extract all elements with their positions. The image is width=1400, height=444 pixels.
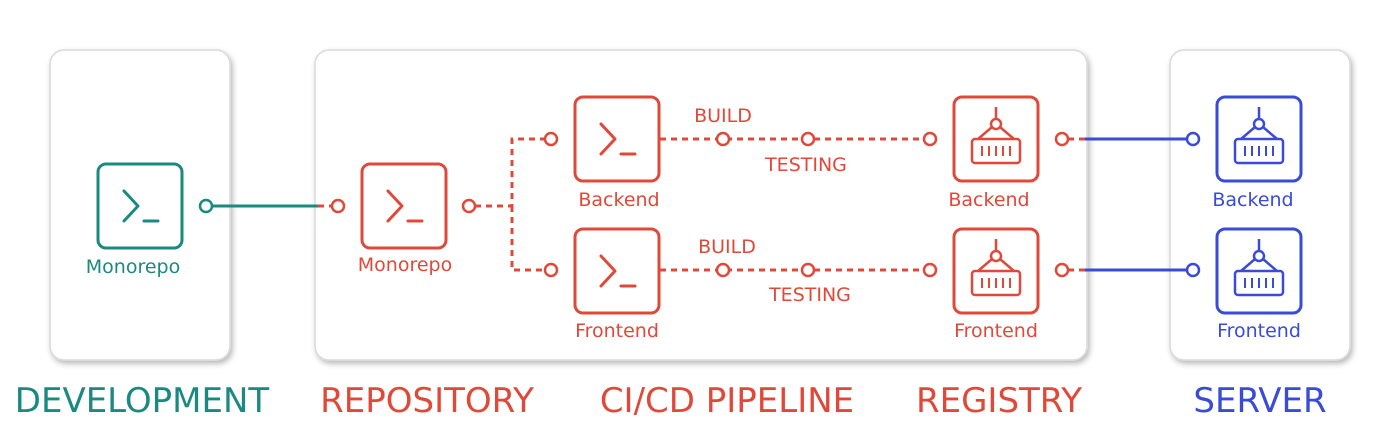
- terminal-icon: [573, 227, 661, 315]
- server-frontend-label: Frontend: [1217, 320, 1301, 342]
- repo-monorepo-label: Monorepo: [358, 254, 452, 276]
- connector-dot: [461, 198, 477, 214]
- connector-dot: [922, 131, 938, 147]
- server-backend-label: Backend: [1212, 189, 1293, 211]
- container-icon: [1215, 95, 1303, 183]
- connector-dot: [543, 262, 559, 278]
- connector-dot: [800, 131, 816, 147]
- connector-dot: [1185, 131, 1201, 147]
- server-panel: [1169, 49, 1351, 361]
- connector-dot: [1054, 262, 1070, 278]
- connector-dot: [198, 198, 214, 214]
- connector-dot: [922, 262, 938, 278]
- connector-dot: [715, 131, 731, 147]
- connector-dot: [1185, 262, 1201, 278]
- stage-pipeline-title: CI/CD PIPELINE: [600, 381, 854, 421]
- container-icon: [1215, 227, 1303, 315]
- frontend-testing-label: TESTING: [768, 284, 851, 306]
- connector-dot: [1054, 131, 1070, 147]
- stage-server-title: SERVER: [1193, 381, 1326, 421]
- terminal-icon: [96, 162, 184, 250]
- connector-dot: [330, 198, 346, 214]
- ci-frontend-label: Frontend: [575, 320, 659, 342]
- connector-dot: [715, 262, 731, 278]
- repo-split-connector: [475, 137, 546, 272]
- frontend-build-label: BUILD: [698, 236, 756, 258]
- stage-development-title: DEVELOPMENT: [15, 381, 270, 421]
- registry-frontend-label: Frontend: [954, 320, 1038, 342]
- registry-backend-label: Backend: [948, 189, 1029, 211]
- connector-dot: [543, 131, 559, 147]
- terminal-icon: [360, 162, 448, 250]
- container-icon: [952, 227, 1040, 315]
- dev-monorepo-label: Monorepo: [86, 256, 180, 278]
- container-icon: [952, 95, 1040, 183]
- ci-backend-label: Backend: [578, 189, 659, 211]
- terminal-icon: [573, 95, 661, 183]
- backend-testing-label: TESTING: [764, 154, 847, 176]
- stage-registry-title: REGISTRY: [916, 381, 1082, 421]
- backend-build-label: BUILD: [694, 105, 752, 127]
- connector-dot: [800, 262, 816, 278]
- stage-repository-title: REPOSITORY: [320, 381, 534, 421]
